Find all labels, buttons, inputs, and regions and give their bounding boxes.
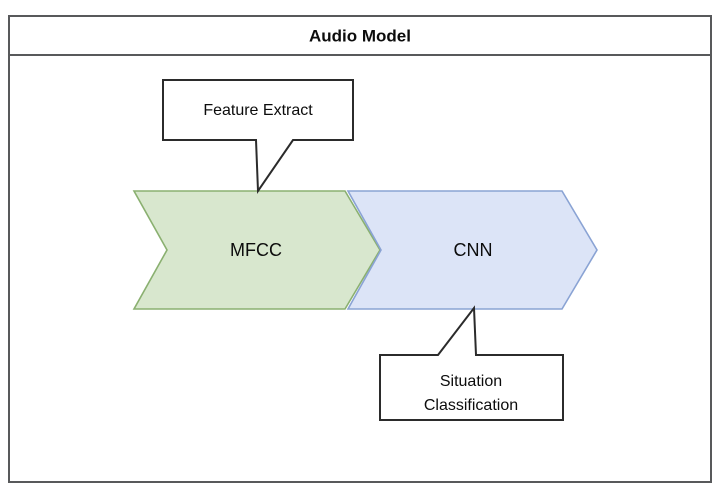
node-mfcc-label: MFCC — [230, 240, 282, 260]
page-title: Audio Model — [309, 26, 411, 45]
node-cnn-shape[interactable] — [346, 190, 598, 310]
callout-situation-classification-line-1: Situation — [440, 373, 502, 390]
node-mfcc-shape[interactable] — [132, 190, 381, 310]
callout-situation-classification-line-2: Classification — [424, 397, 518, 414]
node-cnn-label: CNN — [454, 240, 493, 260]
callout-feature-extract-label: Feature Extract — [203, 102, 313, 119]
callout-feature-extract-shape[interactable] — [162, 79, 354, 195]
callout-situation-classification-shape[interactable] — [379, 305, 564, 421]
